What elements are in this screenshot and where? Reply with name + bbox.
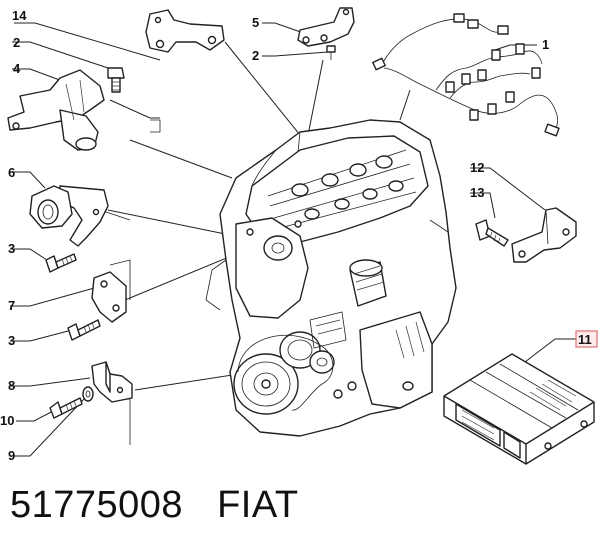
callout-3-upper[interactable]: 3 (8, 241, 15, 256)
callout-2-left[interactable]: 2 (13, 35, 20, 50)
engine-block-illustration (205, 119, 457, 437)
part-7-flat-bracket (91, 271, 127, 323)
part-3-bolt-lower (67, 319, 101, 341)
callout-4[interactable]: 4 (13, 61, 21, 76)
callout-7[interactable]: 7 (8, 298, 15, 313)
callout-14[interactable]: 14 (12, 8, 27, 23)
callout-3-lower[interactable]: 3 (8, 333, 15, 348)
callout-13[interactable]: 13 (470, 185, 484, 200)
part-8-angle-bracket (91, 361, 133, 403)
callout-6[interactable]: 6 (8, 165, 15, 180)
callout-8[interactable]: 8 (8, 378, 15, 393)
callout-9[interactable]: 9 (8, 448, 15, 463)
part-11-ecu (443, 353, 595, 465)
callout-12[interactable]: 12 (470, 160, 484, 175)
part-12-bracket (511, 207, 577, 263)
part-10-bolt (49, 397, 83, 419)
callout-11[interactable]: 11 (578, 332, 592, 347)
callout-5[interactable]: 5 (252, 15, 259, 30)
part-13-bolt (475, 219, 509, 247)
highlight-box-11 (575, 330, 598, 348)
part-9-washer (82, 386, 94, 402)
part-caption: 51775008 FIAT (10, 484, 299, 527)
callout-2-top[interactable]: 2 (252, 48, 259, 63)
part-4-sensor-bracket (7, 69, 105, 151)
callout-10[interactable]: 10 (0, 413, 14, 428)
part-2-bolt-top (326, 45, 336, 60)
part-2-bolt-left (107, 67, 125, 93)
callout-1[interactable]: 1 (542, 37, 549, 52)
part-3-bolt-upper (45, 253, 77, 273)
part-14-bracket (145, 9, 225, 53)
part-1-wiring-harness (372, 13, 560, 137)
callout-labels: 14 2 4 5 2 1 6 12 13 3 7 3 11 8 10 9 (0, 8, 592, 463)
part-6-sensor-bracket (29, 185, 109, 247)
part-number: 51775008 (10, 484, 184, 526)
brand-name: FIAT (217, 484, 299, 526)
part-5-bracket (297, 7, 355, 47)
leader-lines (10, 22, 577, 457)
